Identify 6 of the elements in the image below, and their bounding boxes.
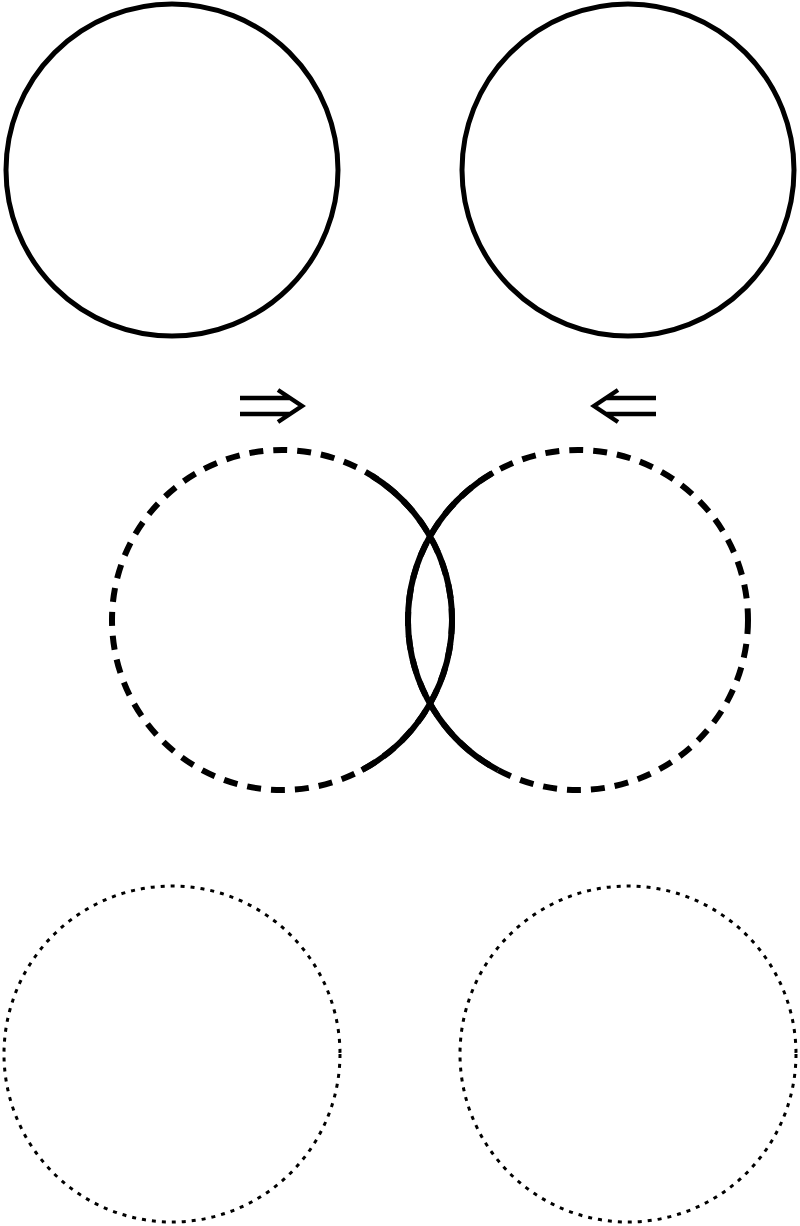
dashed-circle: [106, 444, 458, 796]
dotted-circle: [454, 880, 800, 1226]
circle-outline: [456, 0, 800, 342]
dotted-circle: [0, 880, 346, 1226]
circle-outline: [0, 0, 344, 342]
dashed-circle: [402, 444, 754, 796]
